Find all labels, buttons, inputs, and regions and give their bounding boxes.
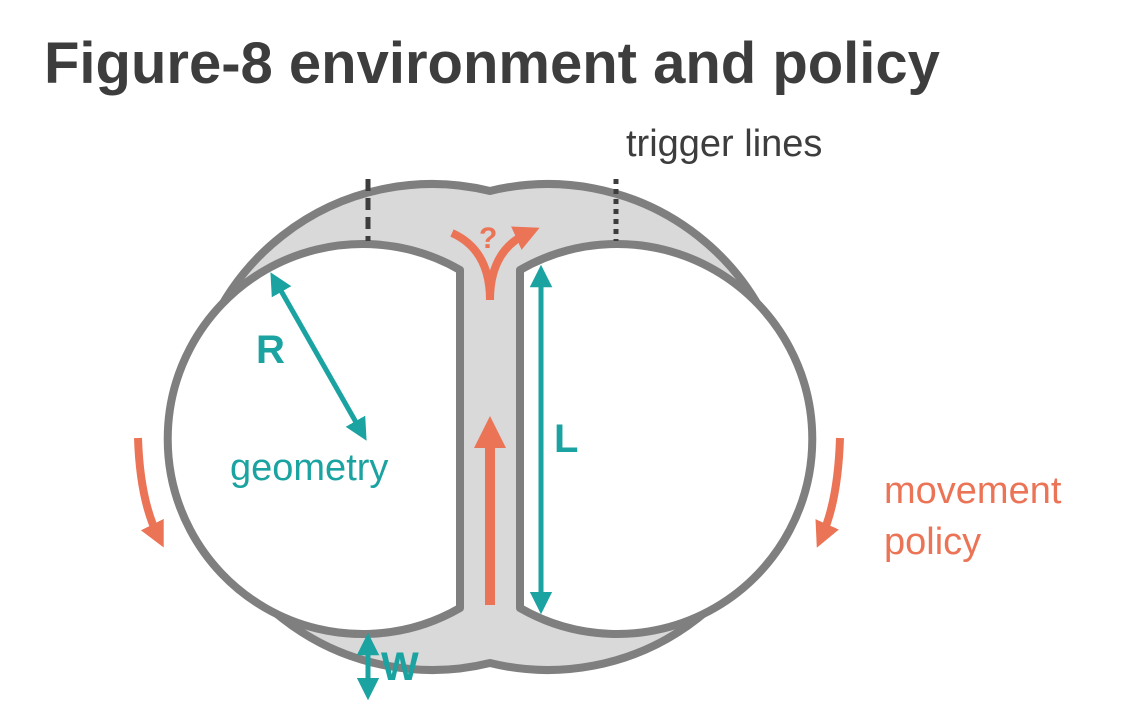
track-inner-right-boundary <box>516 240 817 638</box>
radius-arrow <box>270 272 367 441</box>
movement-label-line2: policy <box>884 521 981 563</box>
length-label: L <box>554 417 578 461</box>
trigger-lines-label: trigger lines <box>626 123 822 165</box>
right-loop-down-arrow <box>815 437 844 548</box>
choice-fork-arrow <box>450 233 528 301</box>
geometry-label: geometry <box>230 447 388 489</box>
choice-question-mark: ? <box>479 222 497 255</box>
radius-label: R <box>256 328 285 372</box>
track-inner-left-boundary <box>163 240 464 638</box>
page-title: Figure-8 environment and policy <box>44 31 940 96</box>
width-label: W <box>381 645 419 689</box>
left-loop-down-arrow <box>134 437 164 548</box>
movement-label-line1: movement <box>884 470 1062 512</box>
